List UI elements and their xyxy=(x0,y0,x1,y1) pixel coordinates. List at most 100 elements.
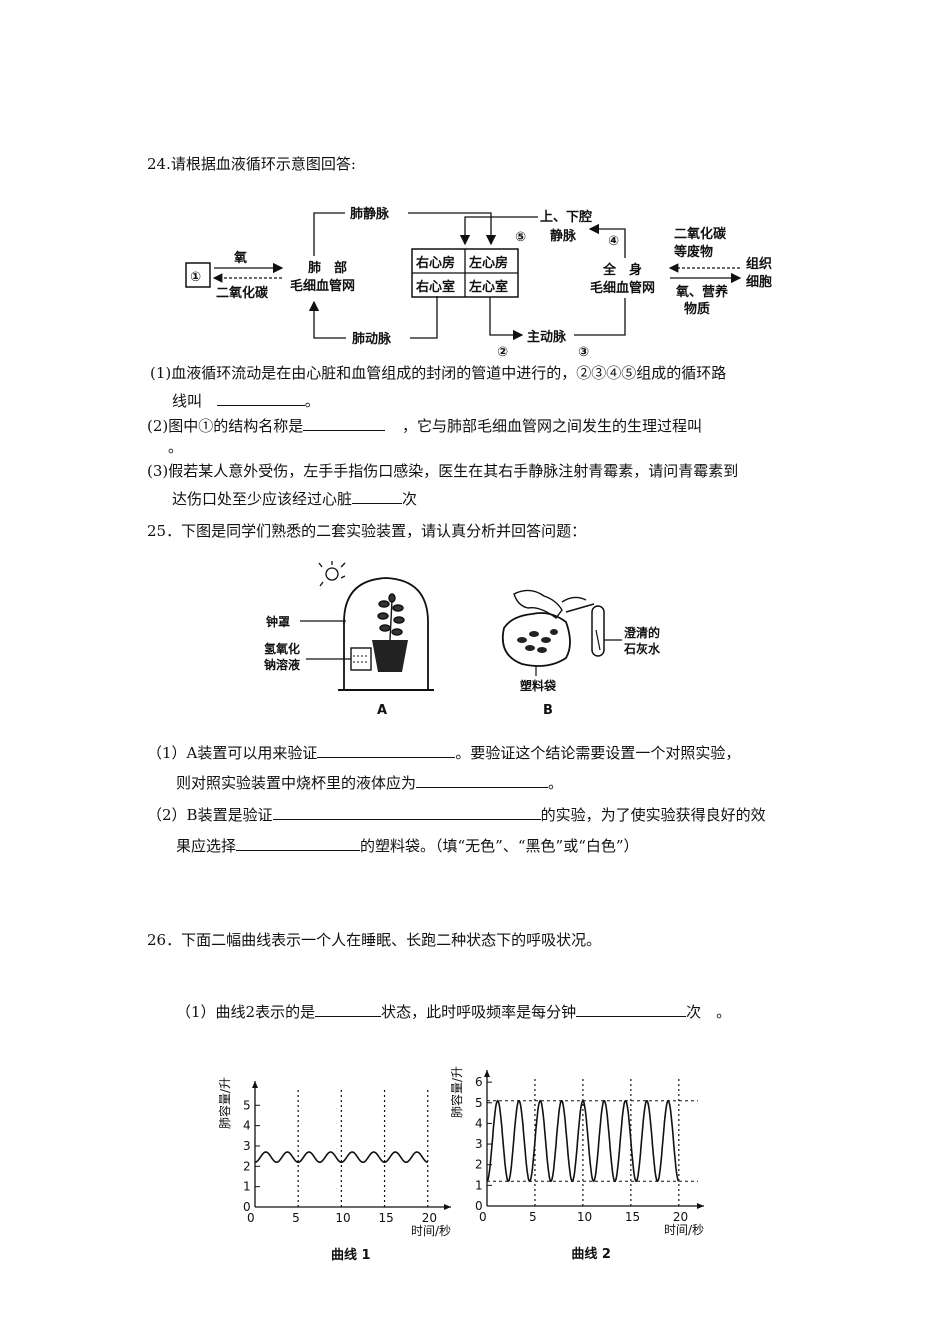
answer-blank[interactable] xyxy=(272,803,541,820)
x-tick-label: 20 xyxy=(673,1210,688,1224)
y-axis-arrow xyxy=(252,1081,258,1088)
x-tick-label: 5 xyxy=(529,1210,537,1224)
alveoli-box xyxy=(185,262,211,288)
q25-p1-line2: 则对照实验装置中烧杯里的液体应为。 xyxy=(176,771,563,793)
q25-p2-line1: （2）B装置是验证的实验，为了使实验获得良好的效 xyxy=(147,803,766,825)
num-2: ② xyxy=(497,345,508,360)
sun-icon xyxy=(318,561,346,587)
q26-title: 26．下面二幅曲线表示一个人在睡眠、长跑二种状态下的呼吸状况。 xyxy=(147,931,602,949)
plant-in-bag-icon xyxy=(517,629,558,653)
x-axis-arrow xyxy=(444,1204,451,1210)
fig-b-label: B xyxy=(543,703,553,718)
num-5: ⑤ xyxy=(515,230,526,245)
y-tick-label: 4 xyxy=(475,1116,483,1130)
y-tick-label: 4 xyxy=(243,1119,251,1133)
q26-p1: （1）曲线2表示的是状态，此时呼吸频率是每分钟次 。 xyxy=(176,1000,731,1022)
body-label: 全 身 xyxy=(602,262,642,278)
y-tick-label: 1 xyxy=(243,1180,251,1194)
q24-p2-line2: 。 xyxy=(168,438,184,456)
left-atrium-label: 左心房 xyxy=(469,255,508,271)
plastic-bag-icon xyxy=(501,612,571,667)
pulm-artery-label: 肺动脉 xyxy=(352,331,392,347)
y-tick-label: 3 xyxy=(243,1139,251,1153)
bell-jar xyxy=(343,577,429,690)
num-4: ④ xyxy=(608,234,619,249)
q24-p3-line2: 达伤口处至少应该经过心脏次 xyxy=(172,487,417,509)
answer-blank[interactable] xyxy=(576,1000,687,1017)
breathing-curve xyxy=(255,1151,428,1163)
plant-icon xyxy=(377,593,405,641)
vena-cava-label-1: 上、下腔 xyxy=(540,209,592,225)
y-axis-arrow xyxy=(484,1070,490,1077)
y-tick-label: 3 xyxy=(475,1137,483,1151)
x-axis-label: 时间/秒 xyxy=(411,1224,451,1238)
y-tick-label: 5 xyxy=(475,1096,483,1110)
q25-p2-line2: 果应选择的塑料袋。（填“无色”、“黑色”或“白色”） xyxy=(176,834,639,856)
q24-title: 24.请根据血液循环示意图回答: xyxy=(147,155,356,173)
q25-title: 25．下图是同学们熟悉的二套实验装置，请认真分析并回答问题： xyxy=(147,522,587,540)
q25-p1-line1: （1）A装置可以用来验证。要验证这个结论需要设置一个对照实验， xyxy=(147,741,740,763)
answer-blank[interactable] xyxy=(352,487,403,504)
y-tick-label: 2 xyxy=(475,1158,483,1172)
lung-capillary-label: 毛细血管网 xyxy=(290,278,355,294)
tissue-label-2: 细胞 xyxy=(746,274,772,290)
origin-label: 0 xyxy=(247,1211,255,1225)
y-axis-label: 肺容量/升 xyxy=(217,1077,232,1129)
right-atrium-label: 右心房 xyxy=(415,255,455,271)
aorta-label: 主动脉 xyxy=(527,329,567,345)
y-tick-label: 5 xyxy=(243,1098,251,1112)
q24-p1-line2: 线叫 。 xyxy=(172,389,320,411)
bag-label: 塑料袋 xyxy=(520,678,557,693)
co2-waste-label-1: 二氧化碳 xyxy=(674,226,727,242)
x-tick-label: 15 xyxy=(379,1211,394,1225)
co2-waste-label-2: 等废物 xyxy=(673,244,713,260)
plant-pot-icon xyxy=(372,640,408,672)
chart-title: 曲线 1 xyxy=(331,1247,371,1263)
hand-icon xyxy=(513,589,563,619)
body-capillary-label: 毛细血管网 xyxy=(590,280,655,296)
x-axis-label: 时间/秒 xyxy=(664,1223,704,1237)
pulm-vein-label: 肺静脉 xyxy=(350,206,390,222)
q24-p3-line1: (3)假若某人意外受伤，左手手指伤口感染，医生在其右手静脉注射青霉素，请问青霉素… xyxy=(147,462,739,480)
o2-nutrient-label-1: 氧、营养 xyxy=(675,284,729,300)
tissue-label-1: 组织 xyxy=(746,256,772,272)
lung-label: 肺 部 xyxy=(308,260,347,276)
y-tick-label: 2 xyxy=(243,1159,251,1173)
y-tick-label: 0 xyxy=(243,1200,251,1214)
x-tick-label: 10 xyxy=(335,1211,350,1225)
fig-a-label: A xyxy=(377,703,387,718)
origin-label: 0 xyxy=(479,1210,487,1224)
left-ventricle-label: 左心室 xyxy=(469,279,508,295)
right-ventricle-label: 右心室 xyxy=(415,279,455,295)
answer-blank[interactable] xyxy=(303,414,386,431)
answer-blank[interactable] xyxy=(236,834,361,851)
oxygen-label: 氧 xyxy=(233,250,247,266)
answer-blank[interactable] xyxy=(416,771,549,788)
y-tick-label: 0 xyxy=(475,1199,483,1213)
answer-blank[interactable] xyxy=(317,741,456,758)
num-3: ③ xyxy=(578,345,589,360)
box1-label: ① xyxy=(190,270,201,285)
answer-blank[interactable] xyxy=(315,1000,382,1017)
test-tube-icon xyxy=(591,605,605,657)
breathing-curve xyxy=(486,1099,680,1183)
x-axis-arrow xyxy=(697,1203,704,1209)
y-axis-label: 肺容量/升 xyxy=(449,1066,464,1118)
x-tick-label: 15 xyxy=(625,1210,640,1224)
x-tick-label: 5 xyxy=(292,1211,300,1225)
o2-nutrient-label-2: 物质 xyxy=(684,301,710,317)
x-tick-label: 10 xyxy=(577,1210,592,1224)
y-tick-label: 6 xyxy=(475,1075,483,1089)
vena-cava-label-2: 静脉 xyxy=(550,228,577,244)
q24-p1-line1: (1)血液循环流动是在由心脏和血管组成的封闭的管道中进行的，②③④⑤组成的循环路 xyxy=(150,364,727,382)
limewater-label-2: 石灰水 xyxy=(623,641,661,656)
answer-blank[interactable] xyxy=(216,389,305,406)
q24-p2-line1: (2)图中①的结构名称是 ，它与肺部毛细血管网之间发生的生理过程叫 xyxy=(147,414,702,436)
naoh-label-1: 氢氧化 xyxy=(264,641,300,656)
y-tick-label: 1 xyxy=(475,1178,483,1192)
